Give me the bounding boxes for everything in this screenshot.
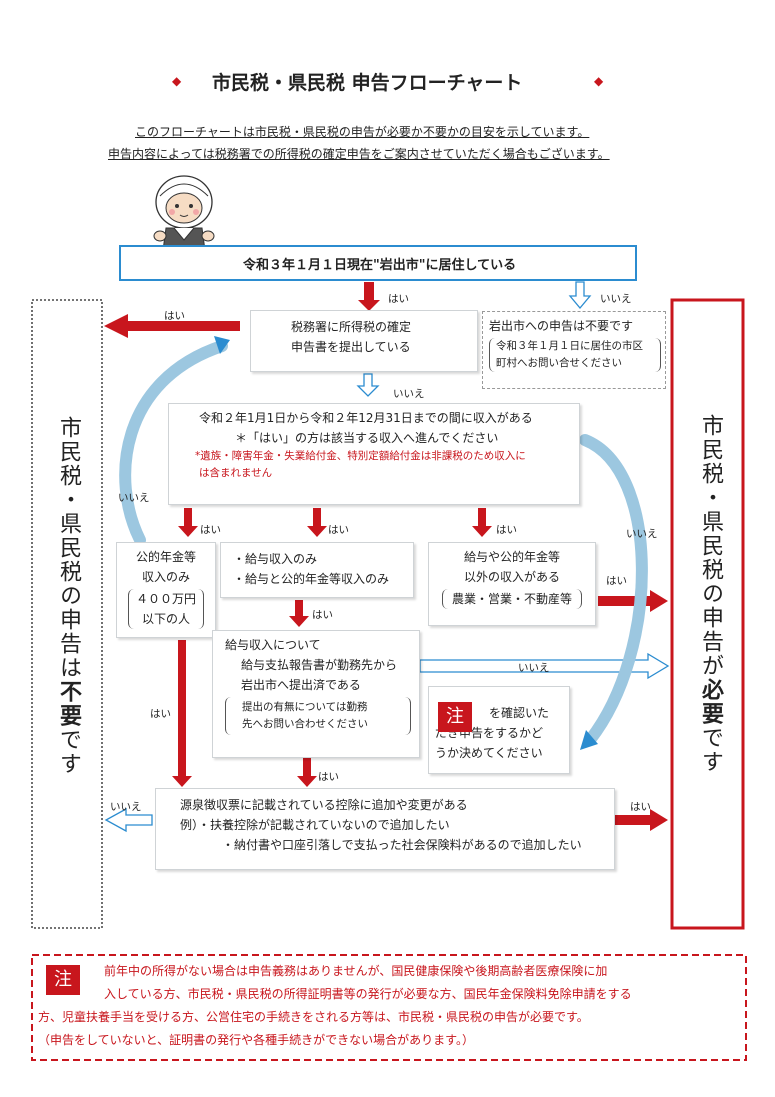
required-result: 市民税・県民税の申告が必要です [694,414,726,814]
label-yes-3: はい [200,524,221,536]
footer-badge: 注 [46,965,80,995]
required-part2: です [698,726,723,774]
other-income-line2: 以外の収入がある [463,570,560,584]
footer-line4: （申告をしていないと、証明書の発行や各種手続きができない場合があります。） [38,1033,474,1047]
intro-line-1: このフローチャートは市民税・県民税の申告が必要か不要かの目安を示しています。 [135,125,590,139]
required-part1: 市民税・県民税の申告が [698,414,723,678]
note-line1: を確認いた [489,706,550,720]
income-line2: ＊「はい」の方は該当する収入へ進んでください [235,431,499,445]
income-line3: *遺族・障害年金・失業給付金、特別定額給付金は非課税のため収入に [195,450,526,462]
label-no-6: いいえ [110,801,142,813]
footer-frame [31,954,747,1061]
not-required-line2: 令和３年１月１日に居住の市区 [496,340,643,352]
income-line1: 令和２年1月1日から令和２年12月31日までの間に収入がある [199,411,533,425]
title-diamond-left: ◆ [172,74,182,88]
not-required-note: 令和３年１月１日に居住の市区 町村へお問い合せください [489,338,661,372]
pension-line3: ４００万円 [135,592,196,606]
tax-office-box: 税務署に所得税の確定 申告書を提出している [250,310,478,372]
salary-line2: ・給与と公的年金等収入のみ [233,572,390,586]
left-result-frame [31,299,103,929]
note-line3: うか決めてください [435,746,543,760]
not-required-part1: 市民税・県民税の申告は [56,416,81,680]
salary-report-line3: 岩出市へ提出済である [241,678,361,692]
red-arrows [104,282,668,831]
deduction-line2: 例）・扶養控除が記載されていないので追加したい [180,818,450,832]
curved-arrows [119,336,648,750]
deduction-box: 源泉徴収票に記載されている控除に追加や変更がある 例）・扶養控除が記載されていな… [155,788,615,870]
footer-line3: 方、児童扶養手当を受ける方、公営住宅の手続きをされる方等は、市民税・県民税の申告… [38,1010,589,1024]
label-yes-10: はい [630,801,651,813]
label-no-4: いいえ [626,528,658,540]
income-line4: は含まれません [199,467,273,479]
top-box-border [119,245,637,281]
not-required-result: 市民税・県民税の申告は不要です [52,416,84,816]
pension-line4: 以下の人 [141,612,190,626]
salary-report-note: 提出の有無については勤務 先へお問い合わせください [225,697,411,735]
salary-box: ・給与収入のみ ・給与と公的年金等収入のみ [220,542,414,598]
label-yes-6: はい [606,575,627,587]
label-yes-1: はい [388,293,409,305]
not-required-line3: 町村へお問い合せください [496,357,622,369]
label-no-1: いいえ [600,293,632,305]
pension-limit: ４００万円 以下の人 [128,589,204,629]
salary-line1: ・給与収入のみ [233,552,318,566]
footer-line2: 入している方、市民税・県民税の所得証明書等の発行が必要な方、国民年金保険料免除申… [104,987,632,1001]
label-no-5: いいえ [518,662,550,674]
other-income-line3: 農業・営業・不動産等 [442,589,582,609]
deduction-line1: 源泉徴収票に記載されている控除に追加や変更がある [180,798,468,812]
label-yes-2: はい [164,310,185,322]
blue-arrows [104,281,670,833]
not-required-part2: です [56,728,81,776]
label-yes-9: はい [318,771,339,783]
not-required-box: 岩出市への申告は不要です 令和３年１月１日に居住の市区 町村へお問い合せください [482,311,666,389]
label-no-2: いいえ [393,388,425,400]
not-required-emph: 不要 [56,680,81,728]
label-yes-8: はい [150,708,171,720]
intro-line-2: 申告内容によっては税務署での所得税の確定申告をご案内させていただく場合もございま… [108,147,610,161]
label-yes-4: はい [328,524,349,536]
pension-box: 公的年金等 収入のみ ４００万円 以下の人 [116,542,216,638]
required-emph: 必要 [698,678,723,726]
residence-question: 令和３年１月１日現在"岩出市"に居住している [243,258,517,273]
tax-office-line1: 税務署に所得税の確定 [291,320,412,334]
income-box: 令和２年1月1日から令和２年12月31日までの間に収入がある ＊「はい」の方は該… [168,403,580,505]
tax-office-line2: 申告書を提出している [291,340,411,354]
not-required-line1: 岩出市への申告は不要です [489,319,634,333]
pension-line1: 公的年金等 [135,550,196,564]
label-yes-5: はい [496,524,517,536]
salary-report-line1: 給与収入について [225,638,321,652]
footer-line1: 前年中の所得がない場合は申告義務はありませんが、国民健康保険や後期高齢者医療保険… [104,964,608,978]
right-result-frame [670,298,745,930]
other-income-line1: 給与や公的年金等 [463,550,560,564]
page-title: 市民税・県民税 申告フローチャート [212,72,523,94]
salary-report-line5: 先へお問い合わせください [242,718,368,730]
deduction-line3: ・納付書や口座引落しで支払った社会保険料があるので追加したい [222,838,582,852]
other-income-box: 給与や公的年金等 以外の収入がある 農業・営業・不動産等 [428,542,596,626]
pension-line2: 収入のみ [141,570,190,584]
salary-report-box: 給与収入について 給与支払報告書が勤務先から 岩出市へ提出済である 提出の有無に… [212,630,420,758]
note-badge: 注 [438,702,472,732]
label-yes-7: はい [312,609,333,621]
salary-report-line4: 提出の有無については勤務 [242,701,368,713]
salary-report-line2: 給与支払報告書が勤務先から [241,658,398,672]
label-no-3: いいえ [118,492,150,504]
title-diamond-right: ◆ [594,74,604,88]
